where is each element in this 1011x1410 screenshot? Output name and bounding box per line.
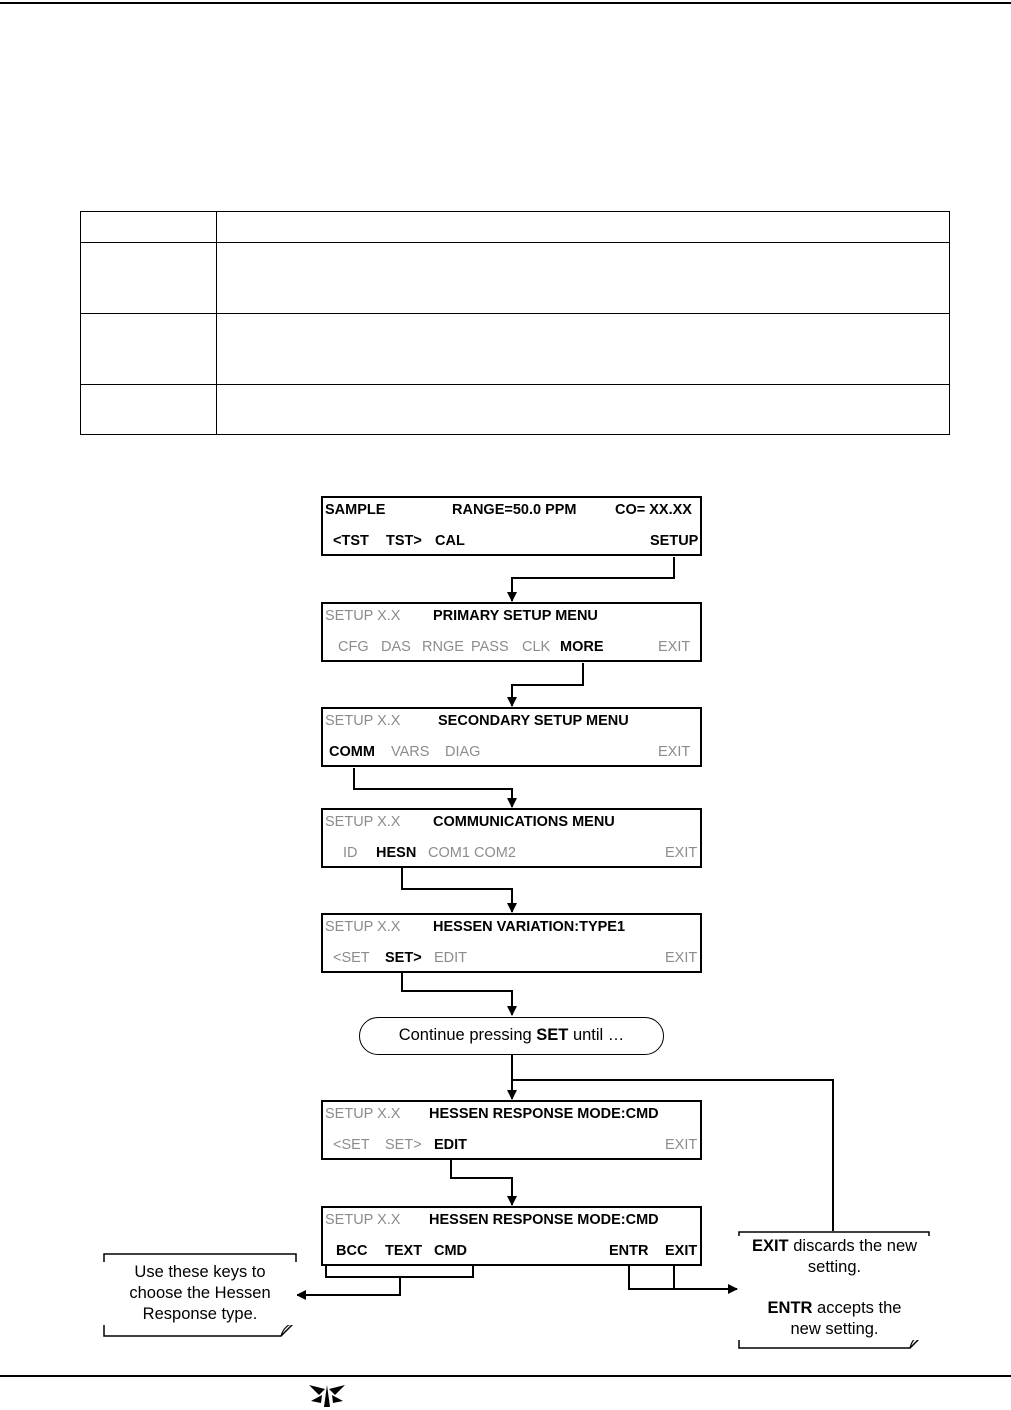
comm-key[interactable]: COMM (329, 744, 375, 760)
range-label: RANGE=50.0 PPM (452, 502, 577, 518)
menu-title: PRIMARY SETUP MENU (433, 608, 598, 624)
table-cell (216, 242, 950, 314)
left-callout-line: Use these keys to (134, 1263, 266, 1281)
header-rule (0, 2, 1011, 4)
left-callout-line: choose the Hessen (129, 1284, 271, 1302)
exit-description: discards the new (788, 1237, 918, 1255)
hesn-key[interactable]: HESN (376, 845, 417, 861)
left-callout: Use these keys to choose the Hessen Resp… (103, 1262, 297, 1325)
concentration-label: CO= XX.XX (615, 502, 692, 518)
left-callout-line: Response type. (142, 1305, 258, 1323)
set-prev-key[interactable]: <SET (333, 950, 370, 966)
exit-key[interactable]: EXIT (658, 639, 691, 655)
com1-key[interactable]: COM1 (428, 845, 470, 861)
display-screen-secondary-setup: SETUP X.X SECONDARY SETUP MENU COMM VARS… (321, 707, 702, 767)
display-screen-hessen-response-edit: SETUP X.X HESSEN RESPONSE MODE:CMD BCC T… (321, 1206, 702, 1266)
display-screen-sample: SAMPLE RANGE=50.0 PPM CO= XX.XX <TST TST… (321, 496, 702, 556)
edit-key[interactable]: EDIT (434, 1137, 468, 1153)
vars-key[interactable]: VARS (391, 744, 430, 760)
cmd-key[interactable]: CMD (434, 1243, 468, 1259)
text-key[interactable]: TEXT (385, 1243, 423, 1259)
setup-version-label: SETUP X.X (325, 1106, 401, 1122)
display-screen-hessen-variation: SETUP X.X HESSEN VARIATION:TYPE1 <SET SE… (321, 913, 702, 973)
menu-title: HESSEN VARIATION:TYPE1 (433, 919, 626, 935)
pass-key[interactable]: PASS (471, 639, 509, 655)
set-prev-key[interactable]: <SET (333, 1137, 370, 1153)
footer-rule (0, 1375, 1011, 1377)
more-key[interactable]: MORE (560, 639, 604, 655)
exit-key[interactable]: EXIT (665, 1137, 698, 1153)
exit-key[interactable]: EXIT (665, 950, 698, 966)
entr-key-label: ENTR (767, 1299, 813, 1317)
exit-key[interactable]: EXIT (665, 845, 698, 861)
mode-label: SAMPLE (325, 502, 386, 518)
setup-version-label: SETUP X.X (325, 919, 401, 935)
exit-key[interactable]: EXIT (658, 744, 691, 760)
exit-description-cont: setting. (807, 1258, 862, 1276)
right-callout: EXIT discards the new setting. ENTR acce… (738, 1236, 931, 1340)
id-key[interactable]: ID (343, 845, 358, 861)
table-cell (80, 242, 217, 314)
continue-note-key: SET (536, 1026, 569, 1044)
setup-version-label: SETUP X.X (325, 713, 401, 729)
clk-key[interactable]: CLK (522, 639, 551, 655)
bcc-key[interactable]: BCC (336, 1243, 368, 1259)
cal-key[interactable]: CAL (435, 533, 465, 549)
setup-version-label: SETUP X.X (325, 608, 401, 624)
exit-key-label: EXIT (751, 1237, 789, 1255)
entr-description-cont: new setting. (790, 1320, 879, 1338)
tst-next-key[interactable]: TST> (386, 533, 422, 549)
setup-key[interactable]: SETUP (650, 533, 699, 549)
cfg-key[interactable]: CFG (338, 639, 369, 655)
das-key[interactable]: DAS (381, 639, 411, 655)
setup-version-label: SETUP X.X (325, 814, 401, 830)
company-logo-icon (309, 1385, 345, 1407)
edit-key[interactable]: EDIT (434, 950, 468, 966)
menu-title: HESSEN RESPONSE MODE:CMD (429, 1106, 659, 1122)
continue-note-text-end: until … (568, 1026, 625, 1044)
menu-title: HESSEN RESPONSE MODE:CMD (429, 1212, 659, 1228)
table-cell (216, 384, 950, 435)
display-screen-hessen-response: SETUP X.X HESSEN RESPONSE MODE:CMD <SET … (321, 1100, 702, 1160)
diag-key[interactable]: DIAG (445, 744, 481, 760)
menu-title: SECONDARY SETUP MENU (438, 713, 629, 729)
continue-note: Continue pressing SET until … (359, 1017, 664, 1055)
table-cell (80, 384, 217, 435)
set-next-key[interactable]: SET> (385, 1137, 422, 1153)
tst-prev-key[interactable]: <TST (333, 533, 369, 549)
rnge-key[interactable]: RNGE (422, 639, 464, 655)
exit-key[interactable]: EXIT (665, 1243, 698, 1259)
continue-note-text: Continue pressing (398, 1026, 537, 1044)
display-screen-primary-setup: SETUP X.X PRIMARY SETUP MENU CFG DAS RNG… (321, 602, 702, 662)
com2-key[interactable]: COM2 (474, 845, 516, 861)
setup-version-label: SETUP X.X (325, 1212, 401, 1228)
blank-table (80, 211, 950, 435)
entr-description: accepts the (812, 1299, 902, 1317)
set-next-key[interactable]: SET> (385, 950, 422, 966)
entr-key[interactable]: ENTR (609, 1243, 649, 1259)
display-screen-communications: SETUP X.X COMMUNICATIONS MENU ID HESN CO… (321, 808, 702, 868)
menu-title: COMMUNICATIONS MENU (433, 814, 615, 830)
